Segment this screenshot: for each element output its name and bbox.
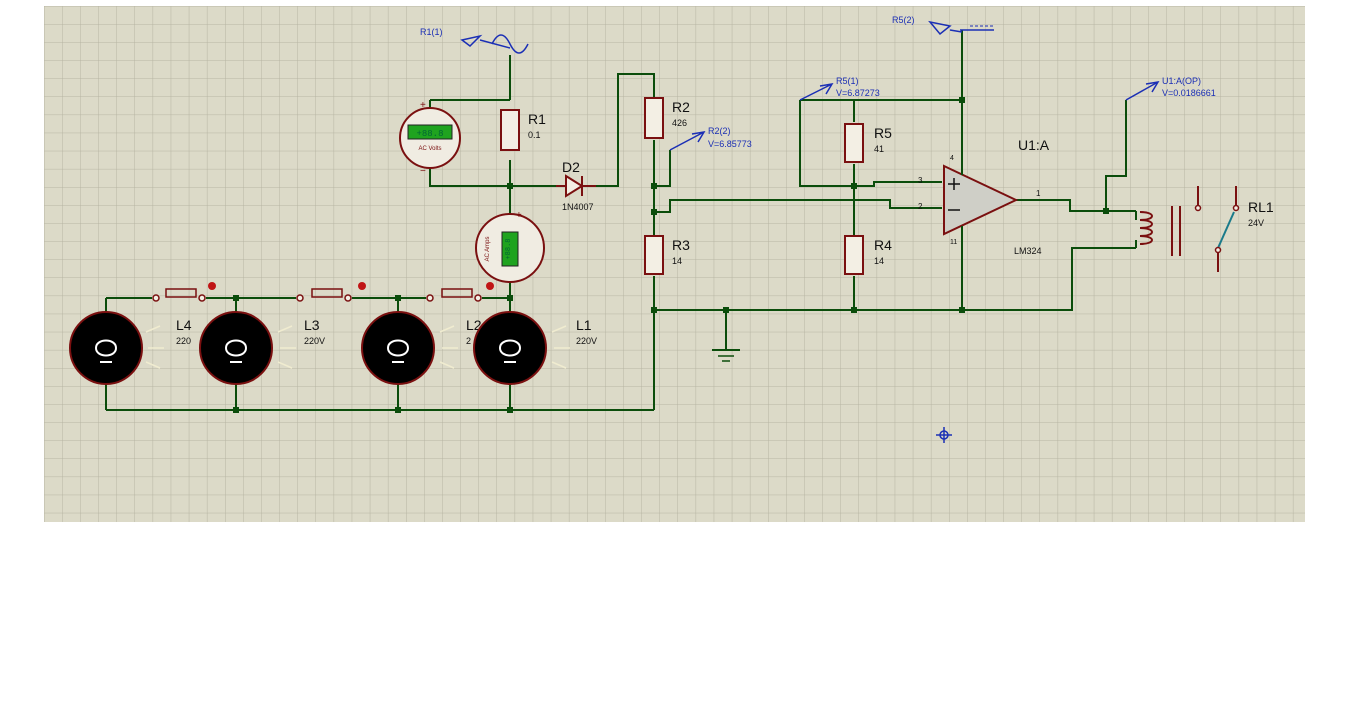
opamp-u1a[interactable]: U1:A LM324 3 2 1 4 11: [918, 137, 1050, 256]
lamp-l4[interactable]: L4 220: [69, 311, 192, 385]
lamp-l1[interactable]: L1 220V: [473, 311, 597, 385]
relay-rl1[interactable]: RL1 24V: [1139, 186, 1274, 272]
diode-d2[interactable]: D2 1N4007: [556, 159, 596, 212]
ac-source-terminal[interactable]: [491, 34, 529, 54]
switch-l4[interactable]: [152, 282, 216, 302]
junction-nodes: [233, 97, 1109, 413]
lamp-l2[interactable]: L2 2: [361, 311, 482, 385]
switch-l2[interactable]: [426, 282, 494, 302]
d2-ref: D2: [562, 159, 580, 175]
r2-ref: R2: [672, 99, 690, 115]
r3-ref: R3: [672, 237, 690, 253]
u1a-pin-vcc: 4: [950, 155, 954, 162]
voltmeter-plus: +: [420, 100, 426, 111]
l1-value: 220V: [576, 336, 597, 346]
r4-ref: R4: [874, 237, 892, 253]
voltmeter-minus: −: [420, 166, 426, 177]
ac-ammeter[interactable]: +88.8 AC Amps + −: [475, 210, 545, 287]
u1a-ref: U1:A: [1018, 137, 1050, 153]
l1-ref: L1: [576, 317, 592, 333]
resistor-r3[interactable]: R3 14: [644, 235, 690, 275]
r3-value: 14: [672, 256, 682, 266]
resistor-r5[interactable]: R5 41: [844, 123, 892, 163]
ammeter-minus: −: [516, 276, 522, 287]
switch-l3[interactable]: [296, 282, 366, 302]
r4-value: 14: [874, 256, 884, 266]
l2-value: 2: [466, 336, 471, 346]
u1a-pin-gnd: 11: [950, 239, 957, 246]
probe-u1a-op-label: U1:A(OP): [1162, 76, 1201, 86]
ammeter-plus: +: [516, 210, 522, 221]
probe-r1-label: R1(1): [420, 27, 443, 37]
d2-value: 1N4007: [562, 202, 594, 212]
l3-ref: L3: [304, 317, 320, 333]
resistor-r4[interactable]: R4 14: [844, 235, 892, 275]
probe-r5-1-value: V=6.87273: [836, 88, 880, 98]
ammeter-display: +88.8: [505, 238, 513, 259]
ac-voltmeter[interactable]: +88.8 AC Volts + −: [399, 100, 461, 177]
voltmeter-display: +88.8: [416, 129, 443, 139]
probe-r5-1-label: R5(1): [836, 76, 859, 86]
ammeter-unit-label: AC Amps: [485, 236, 491, 261]
resistor-r2[interactable]: R2 426: [644, 97, 690, 139]
probe-r2-2-label: R2(2): [708, 126, 731, 136]
crosshair-cursor-icon: [936, 427, 952, 443]
u1a-pin-out: 1: [1036, 189, 1041, 198]
probe-r5-1[interactable]: R5(1) V=6.87273: [799, 76, 880, 101]
ground-symbol[interactable]: [712, 349, 740, 362]
resistor-r1[interactable]: R1 0.1: [500, 109, 546, 151]
probe-r2-2[interactable]: R2(2) V=6.85773: [669, 126, 752, 151]
l4-value: 220: [176, 336, 191, 346]
r1-ref: R1: [528, 111, 546, 127]
l2-ref: L2: [466, 317, 482, 333]
probe-r1[interactable]: R1(1): [420, 27, 511, 49]
l3-value: 220V: [304, 336, 325, 346]
r5-value: 41: [874, 144, 884, 154]
rl1-value: 24V: [1248, 218, 1264, 228]
probe-r5-2[interactable]: R5(2): [892, 15, 994, 36]
probe-r2-2-value: V=6.85773: [708, 139, 752, 149]
u1a-pin-plus: 3: [918, 176, 923, 185]
r2-value: 426: [672, 118, 687, 128]
probe-r5-2-label: R5(2): [892, 15, 915, 25]
voltmeter-unit-label: AC Volts: [418, 146, 441, 152]
rl1-ref: RL1: [1248, 199, 1274, 215]
grid-background: [44, 6, 1305, 522]
probe-u1a-op[interactable]: U1:A(OP) V=0.0186661: [1125, 76, 1216, 101]
lamp-l3[interactable]: L3 220V: [199, 311, 325, 385]
probe-u1a-op-value: V=0.0186661: [1162, 88, 1216, 98]
r1-value: 0.1: [528, 130, 541, 140]
u1a-pin-minus: 2: [918, 202, 923, 211]
u1a-value: LM324: [1014, 246, 1042, 256]
r5-ref: R5: [874, 125, 892, 141]
l4-ref: L4: [176, 317, 192, 333]
